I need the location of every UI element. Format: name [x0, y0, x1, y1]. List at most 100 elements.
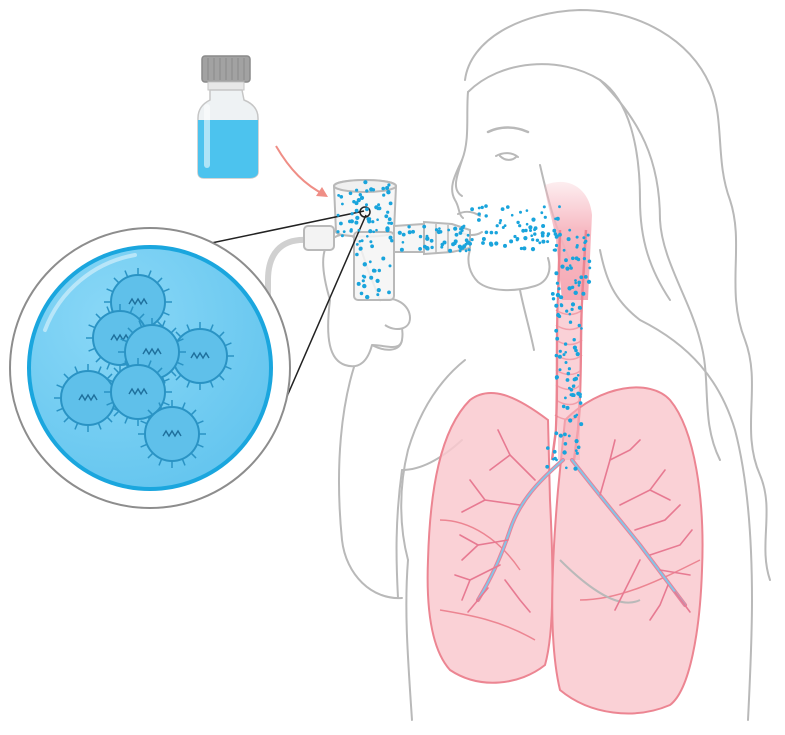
aerosol-droplet — [582, 247, 586, 251]
aerosol-droplet — [569, 264, 572, 267]
aerosol-droplet — [477, 218, 481, 222]
aerosol-droplet — [552, 229, 556, 233]
aerosol-droplet — [571, 286, 574, 289]
aerosol-droplet — [462, 247, 465, 250]
aerosol-droplet — [418, 247, 422, 251]
aerosol-droplet — [362, 279, 365, 282]
aerosol-droplet — [522, 246, 526, 250]
aerosol-droplet — [531, 218, 535, 222]
aerosol-droplet — [354, 221, 358, 225]
aerosol-droplet — [575, 439, 579, 443]
nebulizer-icon — [268, 180, 470, 300]
aerosol-droplet — [375, 229, 378, 232]
aerosol-droplet — [540, 211, 543, 214]
aerosol-droplet — [408, 230, 412, 234]
aerosol-droplet — [564, 258, 568, 262]
aerosol-droplet — [382, 194, 385, 197]
aerosol-droplet — [389, 264, 392, 267]
aerosol-droplet — [378, 269, 381, 272]
aerosol-droplet — [573, 338, 576, 341]
aerosol-droplet — [422, 225, 426, 229]
aerosol-droplet — [377, 208, 380, 211]
aerosol-droplet — [565, 361, 568, 364]
aerosol-droplet — [577, 258, 580, 261]
aerosol-droplet — [384, 214, 388, 218]
aerosol-droplet — [389, 202, 393, 206]
aerosol-droplet — [536, 239, 539, 242]
aerosol-droplet — [388, 217, 392, 221]
aerosol-droplet — [519, 211, 522, 214]
aerosol-droplet — [359, 193, 362, 196]
aerosol-droplet — [577, 446, 581, 450]
aerosol-droplet — [551, 292, 555, 296]
magnifier-lens-icon — [10, 228, 290, 508]
aerosol-droplet — [579, 422, 583, 426]
aerosol-droplet — [559, 295, 563, 299]
aerosol-droplet — [588, 260, 592, 264]
aerosol-droplet — [362, 284, 366, 288]
aerosol-droplet — [377, 288, 381, 292]
aerosol-droplet — [358, 229, 361, 232]
aerosol-droplet — [582, 236, 585, 239]
aerosol-droplet — [523, 236, 527, 240]
aerosol-droplet — [583, 257, 586, 260]
aerosol-droplet — [389, 236, 393, 240]
aerosol-droplet — [555, 244, 558, 247]
aerosol-droplet — [569, 321, 572, 324]
aerosol-droplet — [419, 235, 422, 238]
aerosol-droplet — [448, 249, 452, 253]
aerosol-droplet — [553, 450, 557, 454]
aerosol-droplet — [499, 222, 502, 225]
aerosol-droplet — [554, 431, 558, 435]
aerosol-droplet — [529, 229, 532, 232]
aerosol-droplet — [574, 279, 577, 282]
aerosol-droplet — [381, 257, 385, 261]
aerosol-droplet — [376, 218, 379, 221]
aerosol-droplet — [557, 287, 560, 290]
aerosol-droplet — [524, 229, 527, 232]
aerosol-droplet — [562, 450, 566, 454]
aerosol-droplet — [565, 267, 569, 271]
aerosol-droplet — [467, 234, 470, 237]
aerosol-droplet — [518, 224, 521, 227]
aerosol-droplet — [350, 219, 354, 223]
aerosol-droplet — [496, 224, 499, 227]
aerosol-droplet — [565, 310, 568, 313]
aerosol-droplet — [526, 209, 529, 212]
aerosol-droplet — [554, 329, 558, 333]
aerosol-droplet — [555, 304, 559, 308]
aerosol-droplet — [386, 190, 390, 194]
aerosol-droplet — [579, 275, 583, 279]
aerosol-droplet — [554, 232, 558, 236]
aerosol-droplet — [359, 247, 363, 251]
aerosol-droplet — [573, 467, 577, 471]
aerosol-droplet — [588, 267, 591, 270]
aerosol-droplet — [453, 227, 457, 231]
face-profile — [452, 92, 549, 290]
aerosol-droplet — [377, 203, 380, 206]
aerosol-droplet — [531, 247, 535, 251]
aerosol-droplet — [581, 292, 585, 296]
aerosol-droplet — [407, 225, 410, 228]
aerosol-droplet — [574, 415, 577, 418]
aerosol-droplet — [558, 355, 562, 359]
aerosol-droplet — [481, 241, 485, 245]
aerosol-droplet — [559, 350, 562, 353]
aerosol-droplet — [373, 269, 377, 273]
aerosol-droplet — [439, 230, 443, 234]
aerosol-droplet — [567, 237, 571, 241]
aerosol-droplet — [570, 266, 573, 269]
aerosol-droplet — [563, 249, 566, 252]
aerosol-droplet — [438, 227, 441, 230]
aerosol-droplet — [567, 372, 571, 376]
aerosol-droplet — [503, 244, 507, 248]
aerosol-droplet — [556, 217, 560, 221]
aerosol-droplet — [584, 275, 588, 279]
aerosol-droplet — [478, 207, 481, 210]
aerosol-droplet — [363, 180, 367, 184]
aerosol-droplet — [511, 214, 514, 217]
aerosol-droplet — [504, 224, 507, 227]
aerosol-droplet — [368, 229, 372, 233]
aerosol-droplet — [513, 235, 516, 238]
aerosol-droplet — [564, 442, 568, 446]
